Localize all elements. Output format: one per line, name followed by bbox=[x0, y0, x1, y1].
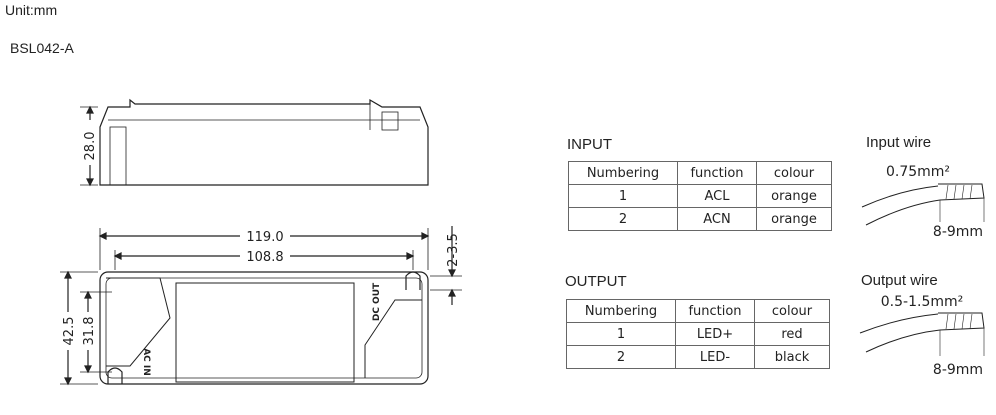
table-row: 2 ACN orange bbox=[568, 207, 832, 231]
cell-colour: orange bbox=[756, 184, 832, 208]
model-label: BSL042-A bbox=[10, 40, 74, 56]
header-colour: colour bbox=[754, 299, 830, 323]
hole-dim: 2-3.5 bbox=[446, 233, 461, 267]
width-total-dim: 42.5 bbox=[62, 317, 77, 346]
header-numbering: Numbering bbox=[568, 161, 678, 185]
cell-function: ACL bbox=[677, 184, 757, 208]
unit-label: Unit:mm bbox=[5, 2, 58, 18]
input-wire-strip: 8-9mm bbox=[933, 224, 983, 240]
length-hole-dim: 108.8 bbox=[246, 250, 283, 265]
cell-colour: orange bbox=[756, 207, 832, 231]
cell-colour: black bbox=[754, 345, 830, 369]
input-table: Numbering function colour 1 ACL orange 2… bbox=[568, 161, 832, 231]
cell-function: ACN bbox=[677, 207, 757, 231]
width-hole-dim: 31.8 bbox=[82, 317, 97, 346]
cell-numbering: 2 bbox=[566, 345, 676, 369]
cell-colour: red bbox=[754, 322, 830, 346]
output-table: Numbering function colour 1 LED+ red 2 L… bbox=[566, 299, 830, 369]
side-view bbox=[99, 98, 429, 186]
output-wire-strip: 8-9mm bbox=[933, 362, 983, 378]
output-wire-illustration bbox=[859, 312, 985, 356]
cell-numbering: 1 bbox=[566, 322, 676, 346]
ac-in-label: AC IN bbox=[141, 348, 151, 376]
output-title: OUTPUT bbox=[565, 273, 627, 290]
table-header-row: Numbering function colour bbox=[568, 161, 832, 185]
dc-out-label: DC OUT bbox=[372, 282, 382, 321]
input-title: INPUT bbox=[567, 136, 612, 153]
input-wire-label: Input wire bbox=[866, 134, 932, 151]
header-numbering: Numbering bbox=[566, 299, 676, 323]
cell-numbering: 1 bbox=[568, 184, 678, 208]
cell-function: LED+ bbox=[675, 322, 755, 346]
table-row: 2 LED- black bbox=[566, 345, 830, 369]
header-colour: colour bbox=[756, 161, 832, 185]
output-wire-label: Output wire bbox=[861, 272, 938, 289]
cell-function: LED- bbox=[675, 345, 755, 369]
table-row: 1 LED+ red bbox=[566, 322, 830, 346]
length-total-dim: 119.0 bbox=[246, 230, 283, 245]
top-view bbox=[99, 271, 429, 385]
cell-numbering: 2 bbox=[568, 207, 678, 231]
header-function: function bbox=[675, 299, 755, 323]
height-dim: 28.0 bbox=[83, 132, 98, 161]
input-wire-illustration bbox=[861, 183, 985, 226]
input-wire-size: 0.75mm² bbox=[886, 164, 950, 180]
table-row: 1 ACL orange bbox=[568, 184, 832, 208]
header-function: function bbox=[677, 161, 757, 185]
table-header-row: Numbering function colour bbox=[566, 299, 830, 323]
output-wire-size: 0.5-1.5mm² bbox=[881, 294, 963, 310]
